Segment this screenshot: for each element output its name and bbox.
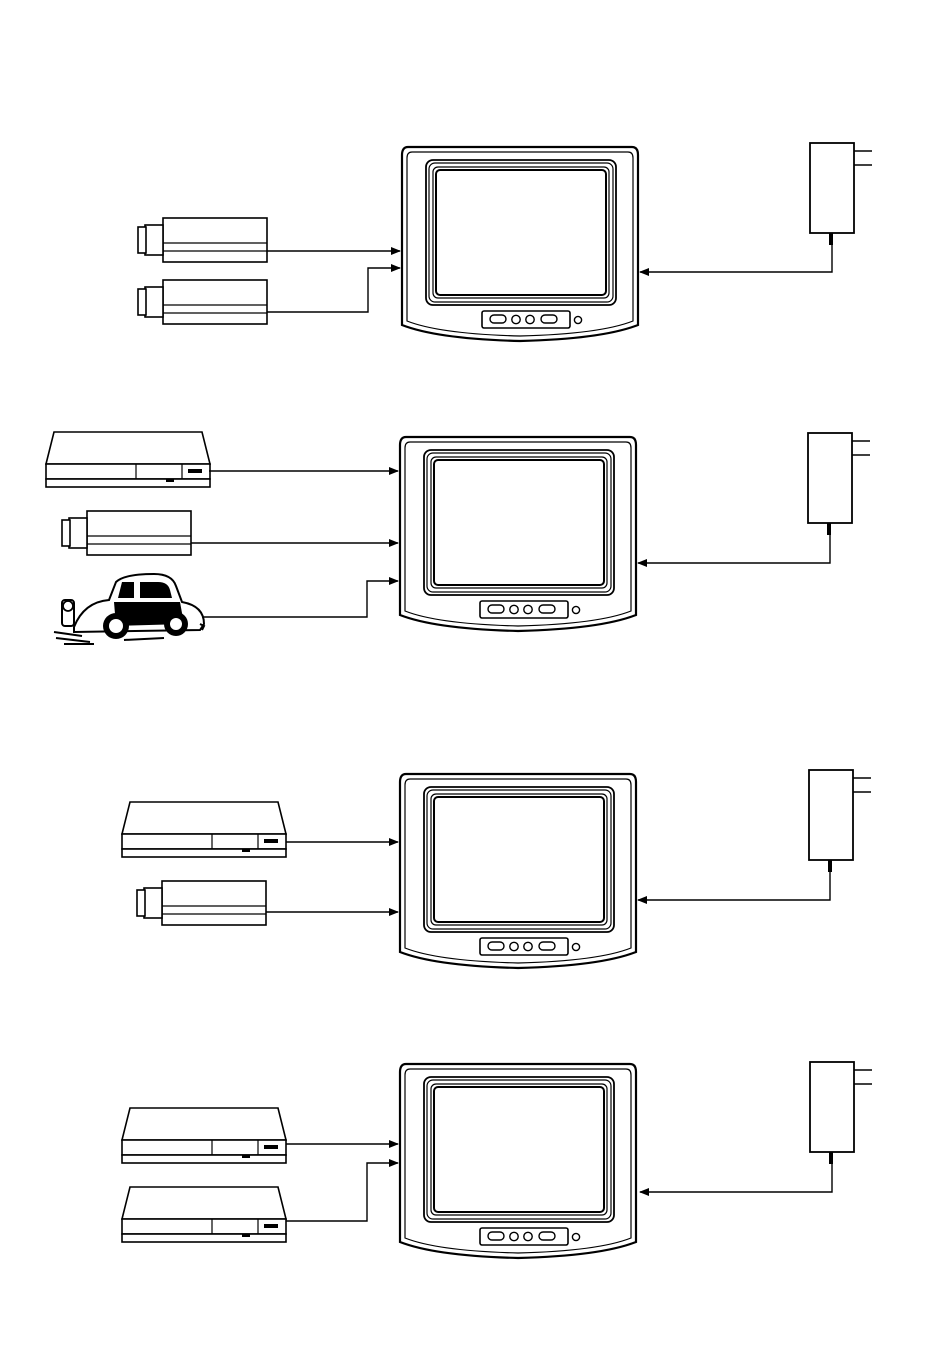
diagram-3 — [122, 770, 871, 968]
monitor-icon — [400, 437, 636, 631]
camera-icon — [138, 218, 267, 262]
power-line — [640, 1164, 832, 1192]
monitor-icon — [400, 1064, 636, 1258]
car-icon — [54, 574, 204, 644]
diagram-1 — [138, 143, 872, 341]
monitor-icon — [400, 774, 636, 968]
power-adapter-icon — [809, 770, 871, 872]
connection-line — [267, 268, 400, 312]
vcr-icon — [122, 1187, 286, 1242]
vcr-icon — [46, 432, 210, 487]
power-line — [638, 872, 830, 900]
diagram-4 — [122, 1062, 872, 1258]
monitor-icon — [402, 147, 638, 341]
connection-line — [286, 1163, 398, 1221]
vcr-icon — [122, 802, 286, 857]
power-adapter-icon — [810, 143, 872, 245]
diagram-2 — [46, 432, 870, 644]
power-adapter-icon — [808, 433, 870, 535]
camera-icon — [138, 280, 267, 324]
power-line — [638, 535, 830, 563]
power-adapter-icon — [810, 1062, 872, 1164]
connection-line — [202, 581, 398, 617]
camera-icon — [62, 511, 191, 555]
power-line — [640, 245, 832, 272]
camera-icon — [137, 881, 266, 925]
vcr-icon — [122, 1108, 286, 1163]
